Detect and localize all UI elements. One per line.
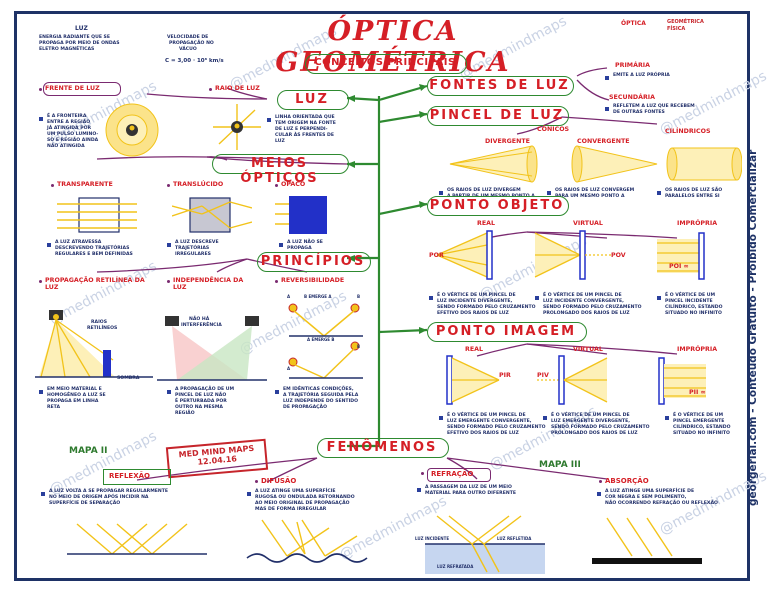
imagem-illustrations xyxy=(446,355,706,405)
meio-name: TRANSLÚCIDO xyxy=(173,181,224,188)
transparente-illustration xyxy=(57,197,137,233)
imagem-title: PONTO IMAGEM xyxy=(435,324,577,339)
imagem-impropria: IMPRÓPRIA xyxy=(677,346,718,353)
objeto-real: REAL xyxy=(477,220,496,227)
luz-refletida: LUZ REFLETIDA xyxy=(497,536,532,541)
legend-item1: GEOMÉTRICA xyxy=(667,19,704,25)
objeto-virtual: VIRTUAL xyxy=(573,220,603,227)
divergente-label: DIVERGENTE xyxy=(485,138,530,145)
meio-name: OPACO xyxy=(281,181,306,188)
reflexao-title: REFLEXÃO xyxy=(109,472,150,480)
mapa3-label: MAPA III xyxy=(539,460,581,470)
principio-name: INDEPENDÊNCIA DA LUZ xyxy=(173,277,244,291)
pii-label: PII ∞ xyxy=(689,389,706,396)
reversibilidade-a-emerge: A EMERGE B xyxy=(307,337,335,342)
reversibilidade-b: B xyxy=(357,344,361,349)
sombra-label: SOMBRA xyxy=(117,376,140,381)
legend-optica: ÓPTICA xyxy=(621,20,646,27)
meios-title: MEIOS ÓPTICOS xyxy=(240,156,319,186)
principios-title: PRINCÍPIOS xyxy=(260,254,366,269)
primaria-label: PRIMÁRIA xyxy=(615,62,651,69)
propagacao-illustration xyxy=(35,310,153,378)
fenomenos-illustrations xyxy=(67,515,702,574)
imagem-real: REAL xyxy=(465,346,484,353)
reversibilidade-a: A xyxy=(287,294,291,299)
por-label: POR xyxy=(429,252,444,259)
luz-refratada: LUZ REFRATADA xyxy=(437,564,474,569)
intro-text: ENERGIA RADIANTE QUE SE xyxy=(39,35,110,40)
raio-luz-illustration xyxy=(213,104,261,150)
piv-label: PIV xyxy=(537,372,549,379)
imagem-virtual: VIRTUAL xyxy=(573,346,603,353)
principio-name: REVERSIBILIDADE xyxy=(281,277,345,284)
reversibilidade-b-emerge: B EMERGE A xyxy=(304,294,332,299)
objeto-illustrations xyxy=(436,230,705,280)
convergente-label: CONVERGENTE xyxy=(577,138,630,145)
pincel-illustrations xyxy=(449,145,742,183)
frente-luz-illustration xyxy=(105,103,159,157)
speed-text: PROPAGAÇÃO NO xyxy=(169,41,214,46)
retilineos-label: RETILÍNEOS xyxy=(87,326,118,331)
interferencia-label: INTERFERÊNCIA xyxy=(181,323,222,328)
conicos-label: CÔNICOS xyxy=(537,126,570,133)
objeto-title: PONTO OBJETO xyxy=(429,198,565,213)
reversibilidade-illustration xyxy=(288,303,363,379)
meio-name: TRANSPARENTE xyxy=(57,181,113,188)
absorcao-title: ABSORÇÃO xyxy=(605,477,649,485)
speed-text: VELOCIDADE DE xyxy=(167,35,209,40)
speed-text: VÁCUO xyxy=(179,47,197,52)
cilindricos-label: CILÍNDRICOS xyxy=(665,128,711,135)
mapa2-label: MAPA II xyxy=(69,446,108,456)
speed-value: C = 3,00 · 10⁸ km/s xyxy=(165,58,224,64)
subtitle: CONCEITOS PRINCIPAIS xyxy=(314,57,456,68)
opaco-illustration xyxy=(275,196,327,234)
refracao-title: REFRAÇÃO xyxy=(431,470,474,478)
pov-label: POV xyxy=(611,252,626,259)
difusao-title: DIFUSÃO xyxy=(261,477,297,485)
legend-item2: FÍSICA xyxy=(667,26,686,32)
frame: @medmindmaps @medmindmaps @medmindmaps @… xyxy=(14,11,768,581)
objeto-impropria: IMPRÓPRIA xyxy=(677,220,718,227)
luz-box xyxy=(277,90,349,110)
intro-text: ELETRO MAGNÉTICAS xyxy=(39,47,95,52)
reversibilidade-a: A xyxy=(287,366,291,371)
independencia-illustration xyxy=(157,316,267,381)
raio-title: RAIO DE LUZ xyxy=(215,85,260,92)
raios-label: RAIOS xyxy=(91,320,108,325)
intro-heading: LUZ xyxy=(75,25,88,32)
nao-ha-label: NÃO HÁ xyxy=(189,317,210,322)
side-credit: georgerial.com - Conteúdo Gratuito - Pro… xyxy=(747,149,759,506)
secundaria-label: SECUNDÁRIA xyxy=(609,94,656,101)
principio-name: PROPAGAÇÃO RETILÍNEA DA LUZ xyxy=(45,277,145,291)
pir-label: PIR xyxy=(499,372,511,379)
subtitle-box xyxy=(305,54,467,74)
reversibilidade-b: B xyxy=(357,294,361,299)
poi-label: POI ∞ xyxy=(669,263,689,270)
frente-title: FRENTE DE LUZ xyxy=(45,85,100,92)
fontes-title: FONTES DE LUZ xyxy=(429,78,570,93)
translucido-illustration xyxy=(172,197,252,233)
luz-title: LUZ xyxy=(295,92,329,107)
fenomenos-title: FENÔMENOS xyxy=(326,440,438,455)
pincel-title: PINCEL DE LUZ xyxy=(429,108,565,123)
luz-incidente: LUZ INCIDENTE xyxy=(415,536,450,541)
intro-text: PROPAGA POR MEIO DE ONDAS xyxy=(39,41,120,46)
